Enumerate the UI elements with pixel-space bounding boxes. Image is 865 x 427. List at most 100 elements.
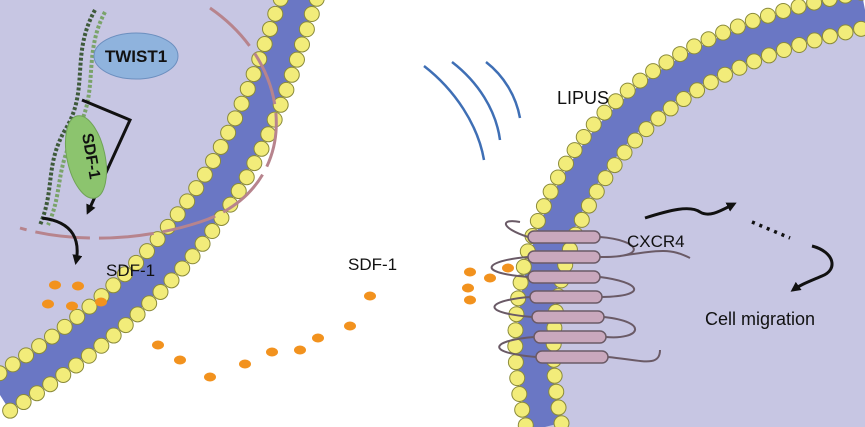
lipid-head [139, 243, 156, 260]
sdf1-dot [42, 299, 54, 309]
lipid-head [638, 121, 655, 138]
lipid-head [675, 91, 692, 108]
signal-ellipsis [751, 220, 791, 240]
lipid-head [308, 0, 325, 7]
lipid-head [619, 82, 636, 99]
lipid-head [597, 170, 614, 187]
lipid-head [588, 183, 605, 200]
lipid-head [529, 212, 546, 229]
sdf1-dot [66, 301, 78, 311]
lipid-head [511, 385, 528, 402]
lipid-head [514, 401, 531, 418]
lipid-head [15, 394, 32, 411]
lipid-head [278, 81, 295, 98]
lipid-head [558, 155, 575, 172]
lipid-head [632, 72, 649, 89]
sdf1-dot [204, 372, 216, 382]
lipid-head [573, 211, 590, 228]
lipid-head [716, 66, 733, 83]
lipid-head [93, 337, 110, 354]
sdf1-dot [464, 267, 476, 277]
lipid-head [69, 308, 86, 325]
lipid-head [55, 366, 72, 383]
lipid-head [256, 36, 273, 53]
left-cell-cytoplasm [0, 0, 300, 390]
lipid-head [288, 51, 305, 68]
lipid-head [507, 322, 524, 339]
lipid-head [775, 41, 792, 58]
lipid-head [645, 63, 662, 80]
lipid-head [507, 354, 524, 371]
lipid-head [293, 36, 310, 53]
lipid-head [853, 20, 865, 37]
lipid-head [272, 0, 289, 7]
lipid-head [616, 144, 633, 161]
lipid-head [606, 157, 623, 174]
lipid-head [213, 209, 230, 226]
lipid-head [575, 128, 592, 145]
sdf1-dot [239, 359, 251, 369]
lipid-head [760, 47, 777, 64]
lipid-head [220, 124, 237, 141]
lipid-head [715, 24, 732, 41]
sdf1-dot [294, 345, 306, 355]
cxcr4-receptor-icon [490, 220, 691, 364]
lipid-head [791, 37, 808, 54]
lipid-head [550, 399, 567, 416]
lipid-head [267, 5, 284, 22]
twist1-label: TWIST1 [105, 47, 167, 66]
lipid-head [18, 347, 35, 364]
lipid-head [239, 80, 256, 97]
lipid-head [188, 180, 205, 197]
lipid-head [230, 183, 247, 200]
lipus-wave-icon [423, 61, 522, 161]
lipid-head [515, 258, 532, 275]
sdf1-dot [174, 355, 186, 365]
lipid-head [596, 104, 613, 121]
lipid-head [585, 116, 602, 133]
lipid-head [56, 318, 73, 335]
sdf1-dot [464, 295, 476, 305]
twist1-protein: TWIST1 [93, 32, 179, 80]
lipid-head [31, 338, 48, 355]
lipid-head [744, 12, 761, 29]
lipid-head [686, 38, 703, 55]
lipid-head [662, 100, 679, 117]
lipid-head [129, 306, 146, 323]
lipid-head [512, 274, 529, 291]
lipid-head [790, 0, 807, 15]
signal-arrow [644, 202, 737, 220]
lipid-head [262, 20, 279, 37]
lipid-head [205, 152, 222, 169]
lipid-head [658, 54, 675, 71]
lipid-head [43, 328, 60, 345]
lipid-head [731, 59, 748, 76]
lipid-head [149, 231, 166, 248]
lipid-head [169, 206, 186, 223]
lipid-head [303, 6, 320, 23]
lipid-head [28, 385, 45, 402]
lipid-head [627, 132, 644, 149]
lipid-head [245, 66, 262, 83]
lipid-head [580, 197, 597, 214]
lipid-head [204, 223, 221, 240]
lipid-head [233, 95, 250, 112]
lipid-head [283, 66, 300, 83]
sdf1-dot [312, 333, 324, 343]
receptor-helix [533, 330, 607, 344]
lipid-head [806, 0, 823, 11]
lipid-head [266, 111, 283, 128]
lipid-head [194, 235, 211, 252]
lipid-head [837, 24, 854, 41]
secretion-arrow [41, 216, 83, 265]
lipid-head [222, 196, 239, 213]
lipid-head [80, 347, 97, 364]
lipid-head [838, 0, 853, 4]
lipid-head [517, 417, 534, 427]
sdf1-dot [344, 321, 356, 331]
sdf1-dot [95, 297, 107, 307]
lipid-head [821, 0, 838, 7]
dna-helix-icon [38, 9, 107, 226]
lipid-head [81, 298, 98, 315]
